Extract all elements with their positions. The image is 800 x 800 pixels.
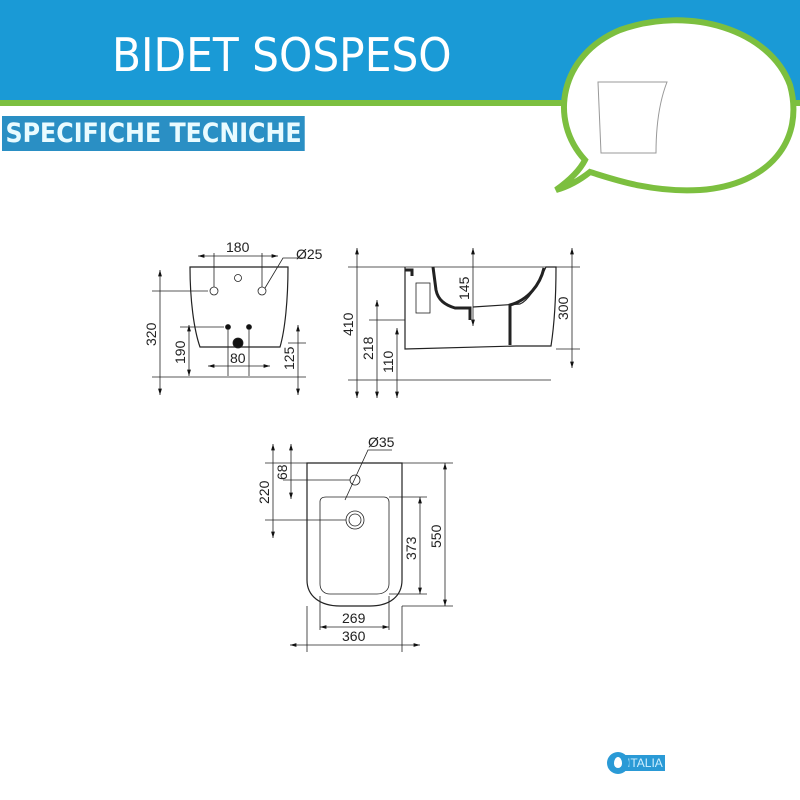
dim-180: 180 xyxy=(226,239,250,255)
dim-410: 410 xyxy=(340,312,356,336)
brand-logo-text: ITALIA xyxy=(625,755,665,771)
top-view xyxy=(265,444,453,652)
dim-269: 269 xyxy=(342,610,366,626)
dim-125: 125 xyxy=(281,346,297,370)
dim-190: 190 xyxy=(172,340,188,364)
side-view xyxy=(348,248,580,398)
dim-320: 320 xyxy=(143,322,159,346)
header-divider xyxy=(0,100,800,106)
dim-68: 68 xyxy=(274,464,290,480)
dim-218: 218 xyxy=(360,336,376,360)
dim-110: 110 xyxy=(380,350,396,373)
dim-145: 145 xyxy=(456,276,472,300)
dim-550: 550 xyxy=(428,524,444,548)
brand-logo: ITALIA xyxy=(607,752,665,774)
water-drop-icon xyxy=(607,752,629,774)
section-subtitle: SPECIFICHE TECNICHE xyxy=(2,116,306,151)
dim-220: 220 xyxy=(256,480,272,504)
dim-373: 373 xyxy=(403,536,419,560)
dim-360: 360 xyxy=(342,628,366,644)
front-view xyxy=(152,253,306,395)
page-title: BIDET SOSPESO xyxy=(112,28,452,82)
dim-dia25: Ø25 xyxy=(296,246,323,262)
bidet-silhouette-icon xyxy=(597,81,668,154)
product-bubble xyxy=(554,17,797,194)
dim-300: 300 xyxy=(555,296,571,320)
dim-dia35: Ø35 xyxy=(368,434,395,450)
dim-80: 80 xyxy=(230,350,246,366)
